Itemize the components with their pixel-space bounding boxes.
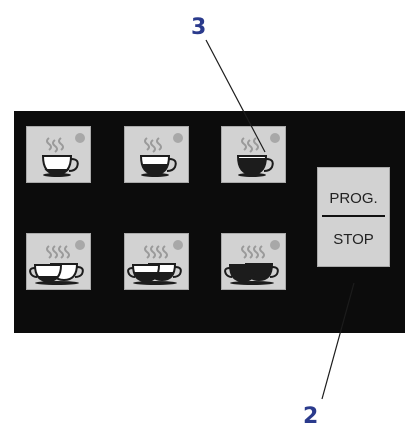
double-cup-medium-button[interactable] bbox=[124, 233, 189, 290]
callout-number-3: 3 bbox=[191, 15, 207, 40]
single-cup-steam-icon bbox=[139, 133, 183, 177]
double-cup-low-button[interactable] bbox=[26, 233, 91, 290]
indicator-light bbox=[270, 240, 280, 250]
indicator-light bbox=[173, 133, 183, 143]
prog-stop-button[interactable]: PROG. STOP bbox=[317, 167, 390, 267]
prog-label: PROG. bbox=[329, 190, 378, 207]
single-cup-steam-icon bbox=[236, 133, 280, 177]
double-cup-high-button[interactable] bbox=[221, 233, 286, 290]
indicator-light bbox=[270, 133, 280, 143]
single-cup-high-button[interactable] bbox=[221, 126, 286, 183]
indicator-light bbox=[75, 133, 85, 143]
single-cup-medium-button[interactable] bbox=[124, 126, 189, 183]
stop-label: STOP bbox=[333, 231, 374, 248]
prog-stop-divider bbox=[322, 215, 385, 217]
double-cup-steam-icon bbox=[29, 240, 85, 285]
indicator-light bbox=[75, 240, 85, 250]
double-cup-steam-icon bbox=[127, 240, 183, 285]
control-panel: PROG. STOP bbox=[14, 111, 405, 333]
single-cup-low-button[interactable] bbox=[26, 126, 91, 183]
single-cup-steam-icon bbox=[41, 133, 85, 177]
double-cup-steam-icon bbox=[224, 240, 280, 285]
indicator-light bbox=[173, 240, 183, 250]
callout-number-2: 2 bbox=[303, 404, 319, 429]
